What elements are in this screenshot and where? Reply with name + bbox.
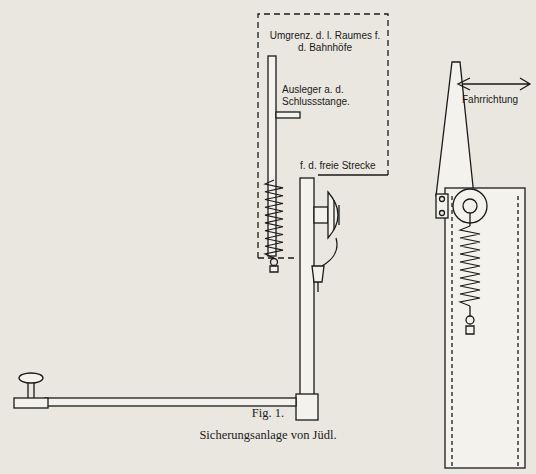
arm-label: Ausleger a. d. Schlussstange. — [282, 84, 362, 108]
wire — [317, 282, 318, 292]
spring-hook — [271, 259, 278, 266]
spring-hook — [270, 266, 278, 272]
bolt — [440, 211, 445, 216]
lever — [436, 62, 474, 196]
clearance-label: f. d. freie Strecke — [300, 160, 396, 172]
direction-label: Fahrrichtung — [462, 94, 534, 106]
horizontal-rod — [45, 398, 296, 406]
coil-spring — [460, 226, 480, 306]
contact-bell — [334, 200, 339, 230]
bolt-plate — [436, 194, 448, 218]
wire — [469, 213, 470, 226]
rail — [14, 398, 48, 408]
clearance-outline — [258, 257, 298, 258]
arm — [276, 112, 300, 118]
post — [300, 178, 314, 400]
rail — [28, 383, 34, 398]
clearance-label: Umgrenz. d. l. Raumes f. d. Bahnhöfe — [268, 30, 382, 54]
contact-neck — [314, 207, 328, 223]
figure-caption: Sicherungsanlage von Jüdl. — [118, 428, 418, 443]
bolt — [440, 197, 445, 202]
insulator — [312, 266, 324, 282]
contact-bell — [328, 192, 338, 238]
rod — [268, 56, 276, 256]
clearance-outline — [318, 174, 388, 175]
figure-number: Fig. 1. — [218, 406, 318, 421]
hub — [463, 199, 477, 213]
bracket — [445, 188, 525, 468]
bracket — [452, 196, 518, 466]
spring-hook — [466, 316, 474, 324]
spring-hook — [466, 326, 474, 334]
coil-spring — [265, 180, 283, 258]
wire — [469, 306, 470, 316]
post-base — [296, 394, 318, 420]
rail — [19, 373, 43, 383]
wire — [322, 238, 337, 266]
direction-arrow — [458, 78, 530, 90]
clearance-outline — [258, 14, 388, 258]
